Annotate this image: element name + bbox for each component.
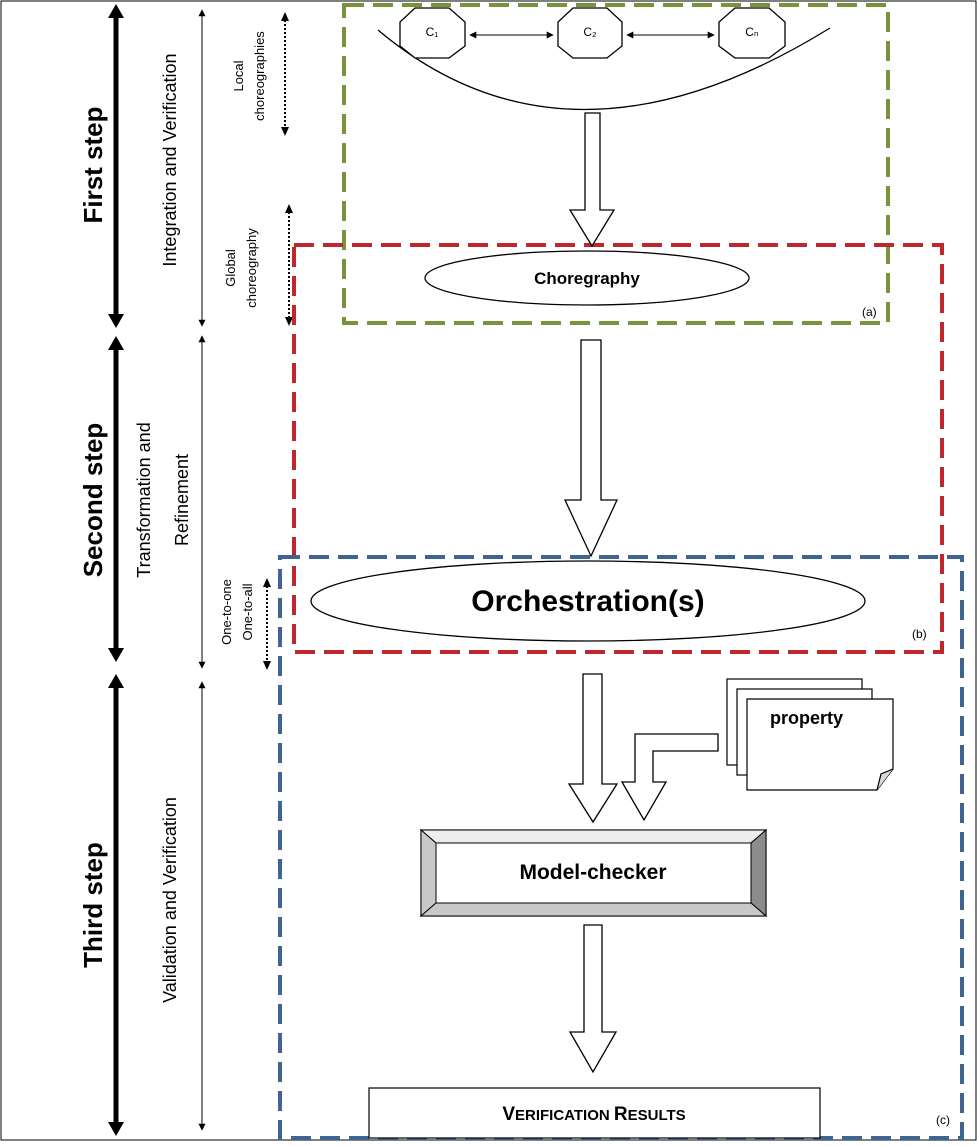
step-arrows: [108, 4, 124, 1136]
box-a-integration: [342, 3, 890, 325]
orchestration-label: Orchestration(s): [471, 585, 704, 618]
verification-results-node: VERIFICATION RESULTS: [368, 1087, 821, 1139]
property-doc-fold: [876, 768, 894, 791]
orchestration-ellipse: [310, 560, 866, 642]
bent-arrow-from-property: [620, 733, 719, 822]
choreography-node: Choregraphy: [424, 250, 750, 306]
model-checker-face: [435, 842, 752, 904]
local-label-2: choreographies: [252, 31, 267, 121]
block-arrow-to-orchestration: [563, 339, 619, 558]
second-step-label: Second step: [78, 423, 108, 578]
validation-phase-label: Validation and Verification: [160, 797, 180, 1003]
results-smallcaps-1: ERIFICATION: [515, 1107, 614, 1124]
results-cap-v: V: [502, 1104, 515, 1125]
octagon-c2-shape: [557, 7, 623, 59]
transformation-phase-label-2: Refinement: [172, 454, 192, 546]
one-to-all-label: One-to-all: [240, 583, 255, 640]
property-label: property: [770, 708, 843, 728]
results-smallcaps-2: ESULTS: [628, 1107, 686, 1124]
component-c2: C₂: [557, 7, 623, 59]
component-c1-label: C₁: [426, 25, 439, 39]
verification-results-box: [368, 1087, 821, 1139]
component-c2-label: C₂: [583, 25, 597, 39]
orchestration-node: Orchestration(s): [310, 560, 866, 642]
block-arrow-to-model-checker: [567, 673, 619, 824]
one-to-one-label: One-to-one: [219, 579, 234, 645]
octagon-c1-shape: [399, 7, 466, 59]
box-b-transformation: [292, 243, 944, 654]
global-label-2: choreography: [244, 228, 259, 308]
box-a-label: (a): [862, 305, 877, 319]
block-arrow-to-results: [568, 924, 618, 1074]
integration-phase-label: Integration and Verification: [160, 53, 180, 266]
box-c-label: (c): [936, 1113, 950, 1127]
component-c1: C₁: [399, 7, 466, 59]
block-arrow-to-choreography: [568, 112, 616, 248]
local-label-1: Local: [231, 60, 246, 91]
local-choreographies-curve: [377, 27, 831, 111]
box-b-label: (b): [912, 627, 927, 641]
choreography-label: Choregraphy: [534, 269, 640, 288]
choreography-ellipse: [424, 250, 750, 306]
third-step-label: Third step: [78, 842, 108, 968]
annotation-arrows: [263, 12, 293, 670]
results-cap-r: R: [614, 1104, 628, 1125]
model-checker-node: Model-checker: [419, 828, 768, 918]
first-step-label: First step: [78, 106, 108, 223]
model-checker-bevel-top: [419, 829, 768, 844]
global-label-1: Global: [223, 249, 238, 287]
verification-results-label: VERIFICATION RESULTS: [502, 1104, 685, 1125]
component-cn-label: Cₙ: [745, 25, 759, 39]
model-checker-bevel-left: [420, 828, 437, 918]
octagon-cn-shape: [718, 7, 786, 59]
component-cn: Cₙ: [718, 7, 786, 59]
transformation-phase-label-1: Transformation and: [134, 422, 154, 577]
model-checker-label: Model-checker: [519, 861, 666, 884]
property-documents: property: [726, 678, 894, 791]
model-checker-bevel-bottom: [419, 902, 768, 917]
model-checker-bevel-right: [750, 828, 767, 918]
